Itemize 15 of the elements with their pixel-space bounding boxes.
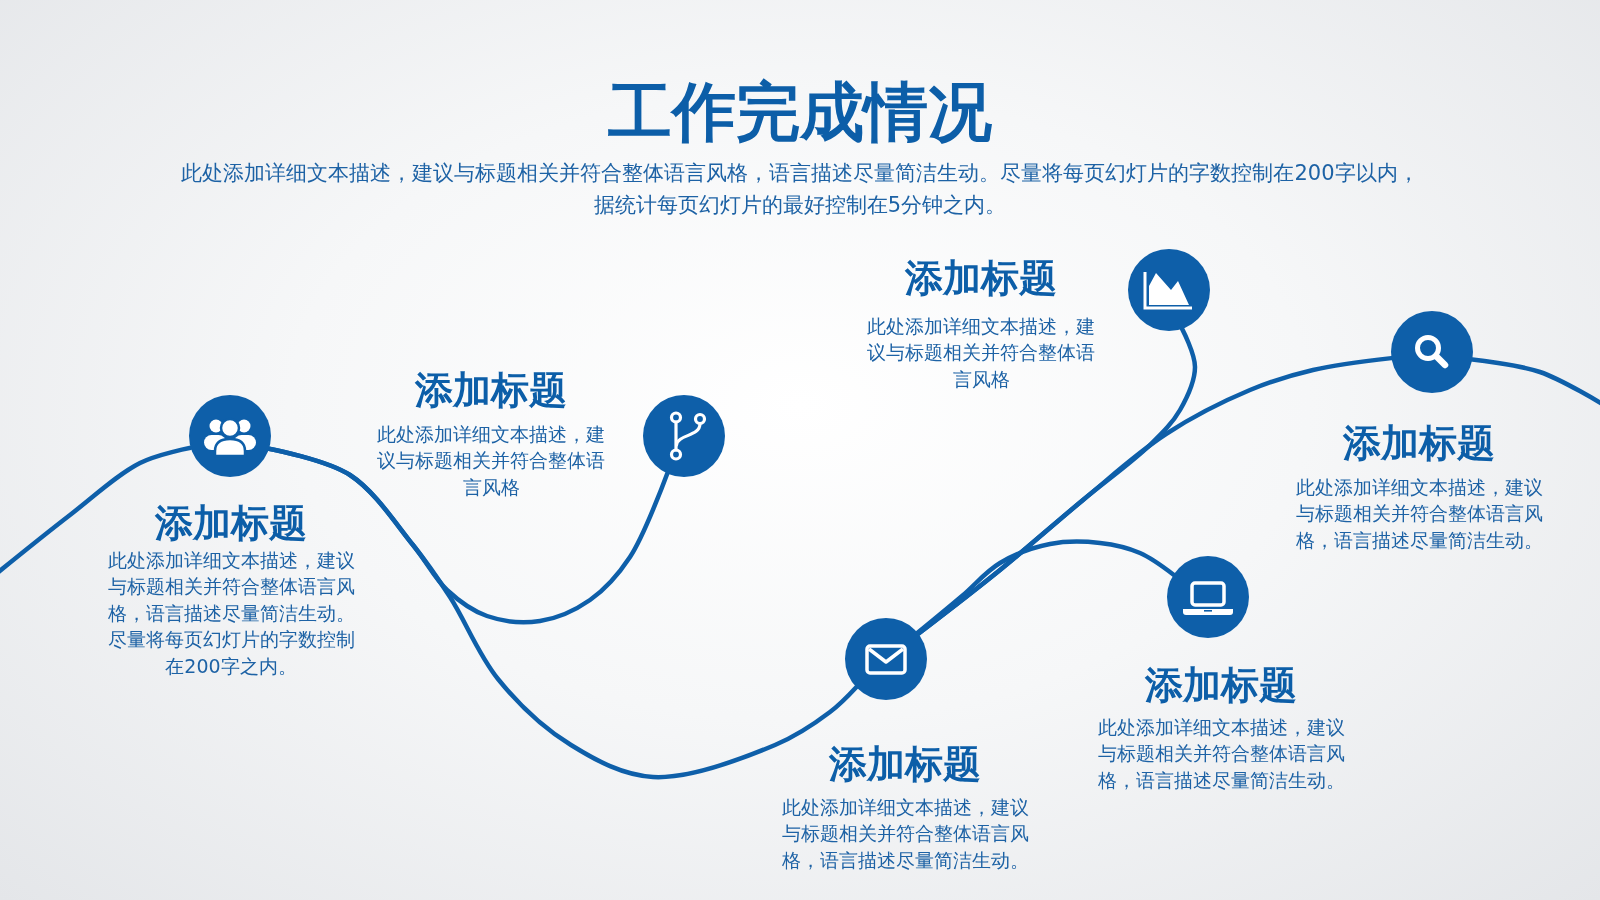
intro-text: 此处添加详细文本描述，建议与标题相关并符合整体语言风格，语言描述尽量简洁生动。尽量将每页幻灯片的字数控制在200字以内，据统计每页幻灯片的最好控制在5分钟之内。 xyxy=(180,160,1420,219)
description-text: 此处添加详细文本描述，建议与标题相关并符合整体语言风格 xyxy=(376,421,606,500)
page-title: 工作完成情况 xyxy=(608,77,992,148)
section-heading: 添加标题 xyxy=(829,744,981,786)
description-text: 此处添加详细文本描述，建议与标题相关并符合整体语言风格，语言描述尽量简洁生动。 xyxy=(1096,714,1346,793)
section-heading: 添加标题 xyxy=(905,258,1057,300)
description-text: 此处添加详细文本描述，建议与标题相关并符合整体语言风格，语言描述尽量简洁生动。 xyxy=(780,794,1030,873)
section-heading: 添加标题 xyxy=(415,370,567,412)
section-heading: 添加标题 xyxy=(1145,665,1297,707)
section-heading: 添加标题 xyxy=(155,503,307,545)
description-text: 此处添加详细文本描述，建议与标题相关并符合整体语言风格，语言描述尽量简洁生动。 xyxy=(1294,474,1544,553)
description-text: 此处添加详细文本描述，建议与标题相关并符合整体语言风格，语言描述尽量简洁生动。尽量将每页幻灯片的字数控制在200字之内。 xyxy=(106,547,356,679)
section-heading: 添加标题 xyxy=(1343,423,1495,465)
connector-line xyxy=(1470,357,1600,408)
description-text: 此处添加详细文本描述，建议与标题相关并符合整体语言风格 xyxy=(866,313,1096,392)
